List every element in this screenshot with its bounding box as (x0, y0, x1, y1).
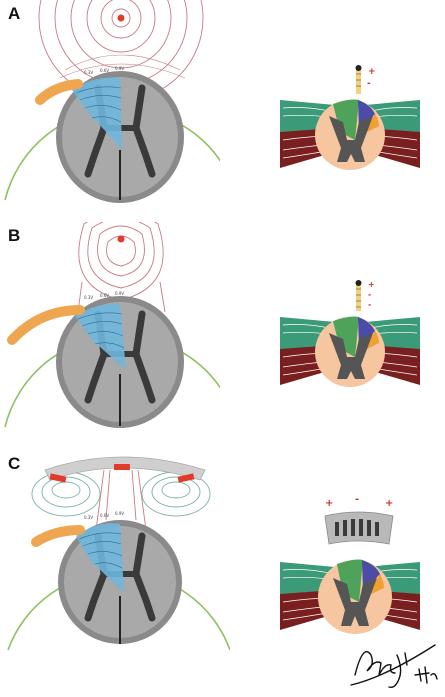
electrode-contact (117, 14, 125, 22)
scale-label: 0.9V (115, 511, 124, 516)
grey-matter (333, 578, 377, 626)
grey-matter (329, 333, 373, 379)
panel-letter: B (8, 226, 21, 245)
dorsal-root (35, 79, 83, 105)
polarity-sign: + (368, 280, 375, 289)
electrode-icon (355, 280, 362, 311)
grey-matter (329, 116, 373, 162)
cross-section-schematic: + - - (280, 280, 420, 387)
paddle-lead-icon (324, 511, 394, 545)
spinal-cord (58, 520, 182, 644)
polarity-sign: + (325, 498, 333, 509)
cross-section-schematic: + - + (280, 494, 420, 634)
field-lines (95, 469, 147, 531)
polarity-sign: - (368, 290, 371, 299)
scale-label: 0.9V (115, 291, 124, 296)
field-lines (77, 222, 166, 313)
panel-letter: C (8, 454, 21, 473)
scale-labels: 0.3V 0.6V 0.9V (84, 291, 124, 300)
scale-labels: 0.3V 0.6V 0.9V (84, 511, 124, 520)
scale-label: 0.9V (115, 66, 124, 71)
spinal-cord (56, 296, 184, 428)
panel-b: B 0.3V 0.6V 0.9V (0, 222, 445, 437)
polarity-sign: + (385, 498, 393, 509)
cord-section-diagram: 0.3V 0.6V 0.9V (7, 456, 230, 650)
scale-label: 0.6V (100, 513, 109, 518)
scale-label: 0.6V (100, 68, 109, 73)
panel-c: C 0.3V 0.6V (0, 450, 445, 697)
electrode-contact (117, 235, 125, 243)
dorsal-root (7, 305, 85, 345)
polarity-sign: + (368, 67, 376, 77)
scale-label: 0.3V (84, 70, 93, 75)
polarity-sign: - (367, 79, 371, 89)
signature-icon (350, 644, 438, 689)
scale-label: 0.3V (84, 515, 93, 520)
dorsal-root (31, 525, 85, 547)
scale-label: 0.6V (100, 293, 109, 298)
cross-section-schematic: + - (280, 65, 420, 170)
polarity-sign: - (368, 300, 371, 309)
spinal-cord (56, 71, 184, 203)
scale-label: 0.3V (84, 295, 93, 300)
cord-section-diagram: 0.3V 0.6V 0.9V (4, 222, 220, 428)
panel-a: A 0.3V (0, 0, 445, 215)
paddle-lead-icon (44, 456, 206, 483)
scale-labels: 0.3V 0.6V 0.9V (84, 66, 124, 75)
panel-letter: A (8, 4, 21, 23)
polarity-sign: - (355, 494, 359, 505)
electrode-icon (355, 65, 362, 94)
field-lines-lateral (31, 471, 211, 517)
cord-section-diagram: 0.3V 0.6V 0.9V (4, 0, 220, 203)
